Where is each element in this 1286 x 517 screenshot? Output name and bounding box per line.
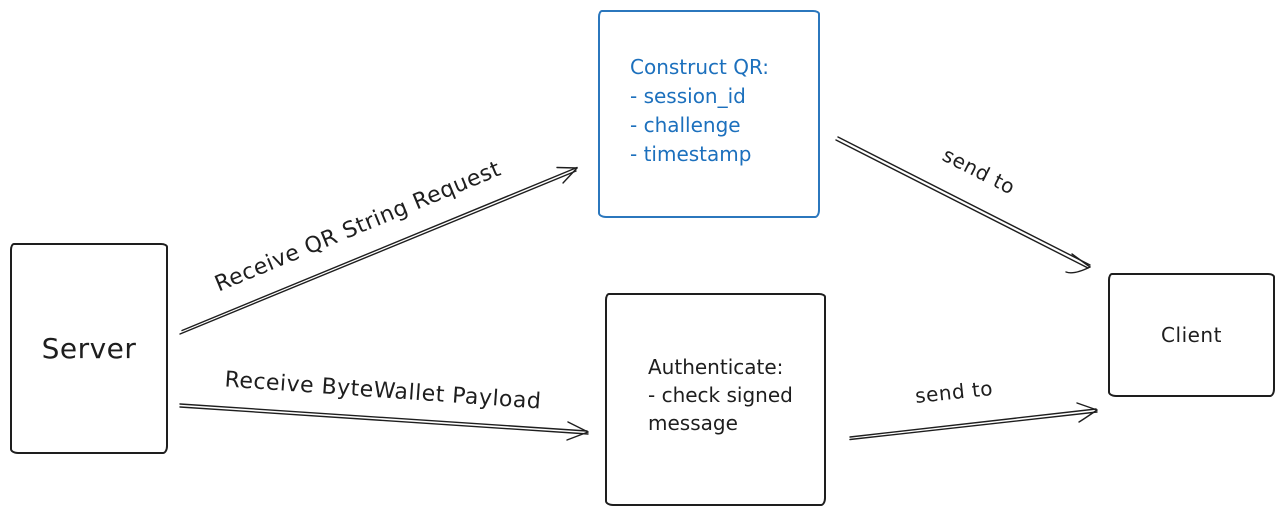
construct-qr-title: Construct QR: (630, 55, 769, 79)
client-label: Client (1161, 323, 1222, 347)
arrow-label-receive-qr-string-request: Receive QR String Request (211, 156, 505, 298)
node-authenticate: Authenticate: - check signed message (605, 293, 826, 506)
authenticate-title: Authenticate: (648, 355, 784, 379)
arrow-label-send-to-bottom: send to (913, 375, 995, 409)
construct-qr-item-challenge: - challenge (630, 113, 741, 137)
arrow-server-to-construct-qr (179, 166, 578, 335)
construct-qr-item-timestamp: - timestamp (630, 142, 752, 166)
server-label: Server (41, 332, 137, 365)
node-server: Server (10, 243, 168, 454)
arrow-label-send-to-top: send to (938, 142, 1020, 200)
arrow-authenticate-to-client (849, 402, 1098, 441)
construct-qr-item-session-id: - session_id (630, 84, 746, 108)
arrow-label-receive-bytewallet-payload: Receive ByteWallet Payload (223, 367, 543, 415)
authenticate-line-message: message (648, 411, 738, 435)
node-client: Client (1108, 273, 1275, 397)
node-construct-qr: Construct QR: - session_id - challenge -… (598, 10, 820, 218)
authenticate-line-check-signed: - check signed (648, 383, 793, 407)
